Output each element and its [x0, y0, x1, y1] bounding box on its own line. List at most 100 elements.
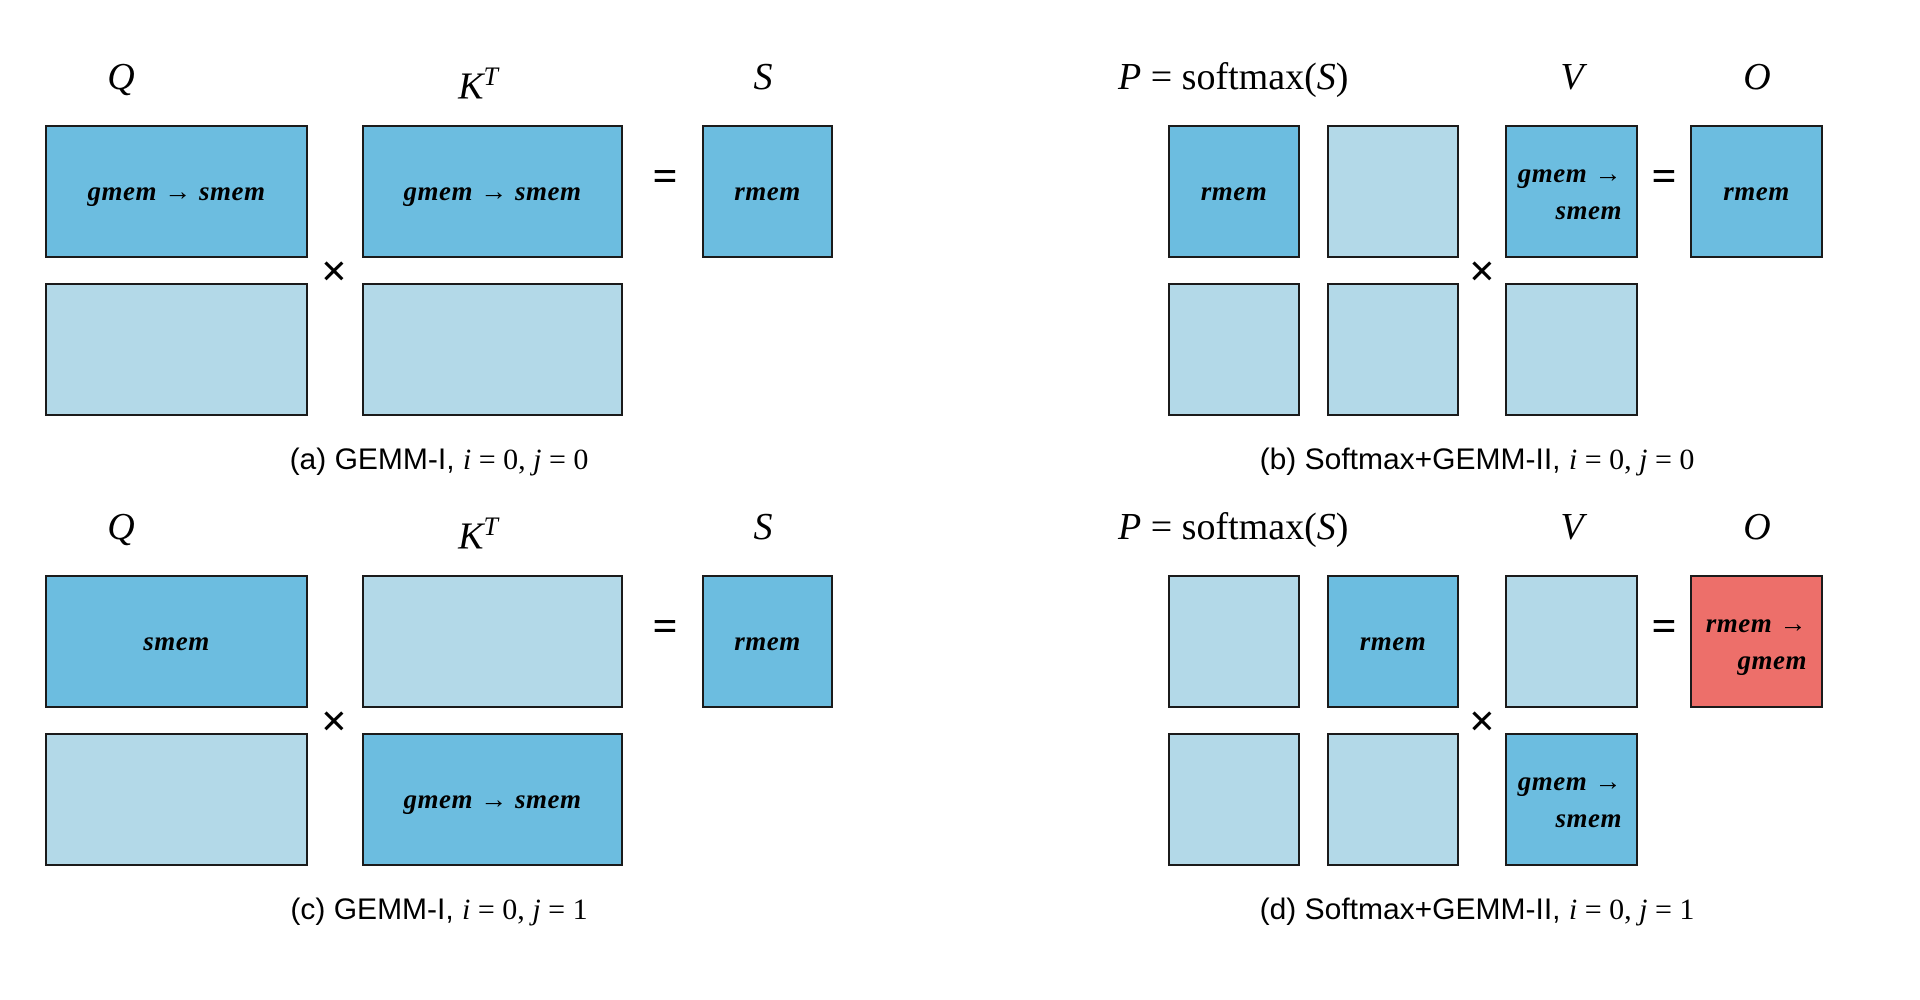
caption-text: = 0 [541, 443, 589, 476]
caption-text: = 0, [470, 893, 533, 926]
equals-operator-a: = [652, 152, 678, 201]
block-text: gmem [1737, 644, 1807, 675]
block-c-k-top [362, 575, 623, 708]
block-text: rmem [1359, 626, 1427, 657]
caption-c: (c) GEMM-I, i = 0, j = 1 [134, 893, 744, 927]
block-text: rmem [734, 626, 801, 657]
matrix-o-label: O [1743, 506, 1771, 548]
block-text: smem [143, 626, 210, 657]
caption-text: = 1 [540, 893, 588, 926]
block-b-p-topleft: rmem [1168, 125, 1300, 258]
paren-close: ) [1335, 506, 1349, 548]
caption-text: (a) GEMM-I, [289, 443, 463, 476]
block-d-v-top [1505, 575, 1638, 708]
block-d-o: rmem → gmem [1690, 575, 1823, 708]
block-a-s: rmem [702, 125, 833, 258]
block-c-k-bottom: gmem → smem [362, 733, 623, 866]
block-a-q-top: gmem → smem [45, 125, 308, 258]
block-a-q-bottom [45, 283, 308, 416]
matrix-p-label: P [1118, 506, 1142, 548]
softmax-text: = softmax( [1141, 56, 1317, 98]
block-b-p-bottomright [1327, 283, 1459, 416]
block-a-k-bottom [362, 283, 623, 416]
index-j: j [533, 443, 542, 476]
index-j: j [532, 893, 541, 926]
block-text: rmem [1200, 176, 1268, 207]
caption-text: = 0, [471, 443, 534, 476]
matrix-p-label: P [1118, 56, 1142, 98]
transpose-superscript: T [483, 512, 498, 541]
block-d-p-bottomleft [1168, 733, 1300, 866]
equals-operator-b: = [1651, 152, 1677, 201]
caption-a: (a) GEMM-I, i = 0, j = 0 [134, 443, 744, 477]
index-i: i [1568, 443, 1578, 476]
block-b-p-topright [1327, 125, 1459, 258]
block-text: rmem [734, 176, 801, 207]
block-text: gmem → smem [403, 784, 582, 815]
times-operator-c: × [320, 695, 348, 746]
transpose-superscript: T [483, 62, 498, 91]
label-c-q: Q [46, 498, 196, 556]
label-a-s: S [688, 48, 838, 106]
block-b-o: rmem [1690, 125, 1823, 258]
caption-text: = 0, [1577, 443, 1640, 476]
matrix-s-label: S [753, 56, 773, 98]
matrix-s-label: S [1316, 56, 1336, 98]
label-d-p-softmax: P = softmax(S) [1118, 498, 1348, 556]
block-text: gmem → smem [87, 176, 266, 207]
matrix-k-label: K [458, 515, 484, 558]
block-d-p-topleft [1168, 575, 1300, 708]
matrix-k-label: K [458, 65, 484, 108]
block-a-k-top: gmem → smem [362, 125, 623, 258]
label-c-s: S [688, 498, 838, 556]
softmax-text: = softmax( [1141, 506, 1317, 548]
caption-text: = 0, [1577, 893, 1640, 926]
block-text: gmem → smem [403, 176, 582, 207]
label-a-q: Q [46, 48, 196, 106]
caption-b: (b) Softmax+GEMM-II, i = 0, j = 0 [1172, 443, 1782, 477]
block-text: rmem → [1705, 608, 1807, 639]
times-operator-b: × [1468, 245, 1496, 296]
index-j: j [1639, 893, 1648, 926]
block-c-s: rmem [702, 575, 833, 708]
block-b-v-top: gmem → smem [1505, 125, 1638, 258]
block-d-p-topright: rmem [1327, 575, 1459, 708]
caption-d: (d) Softmax+GEMM-II, i = 0, j = 1 [1172, 893, 1782, 927]
block-text: gmem → [1517, 158, 1622, 189]
index-j: j [1639, 443, 1648, 476]
label-b-v: V [1497, 48, 1647, 106]
matrix-v-label: V [1560, 506, 1584, 548]
paren-close: ) [1335, 56, 1349, 98]
block-d-v-bottom: gmem → smem [1505, 733, 1638, 866]
index-i: i [462, 443, 472, 476]
label-d-v: V [1497, 498, 1647, 556]
matrix-q-label: Q [107, 56, 135, 98]
block-c-q-bottom [45, 733, 308, 866]
block-d-p-bottomright [1327, 733, 1459, 866]
block-c-q-top: smem [45, 575, 308, 708]
label-a-kt: KT [403, 48, 553, 108]
matrix-v-label: V [1560, 56, 1584, 98]
caption-text: (d) Softmax+GEMM-II, [1259, 893, 1569, 926]
label-b-p-softmax: P = softmax(S) [1118, 48, 1348, 106]
index-i: i [462, 893, 471, 926]
label-c-kt: KT [403, 498, 553, 558]
block-text: gmem → [1517, 766, 1622, 797]
times-operator-d: × [1468, 695, 1496, 746]
equals-operator-c: = [652, 602, 678, 651]
block-text: smem [1555, 194, 1622, 225]
caption-text: = 1 [1647, 893, 1695, 926]
block-text: rmem [1723, 176, 1790, 207]
times-operator-a: × [320, 245, 348, 296]
matrix-o-label: O [1743, 56, 1771, 98]
caption-text: (b) Softmax+GEMM-II, [1259, 443, 1569, 476]
matrix-s-label: S [1316, 506, 1336, 548]
label-b-o: O [1682, 48, 1832, 106]
matrix-q-label: Q [107, 506, 135, 548]
equals-operator-d: = [1651, 602, 1677, 651]
caption-text: (c) GEMM-I, [290, 893, 463, 926]
block-b-p-bottomleft [1168, 283, 1300, 416]
block-b-v-bottom [1505, 283, 1638, 416]
block-text: smem [1555, 802, 1622, 833]
